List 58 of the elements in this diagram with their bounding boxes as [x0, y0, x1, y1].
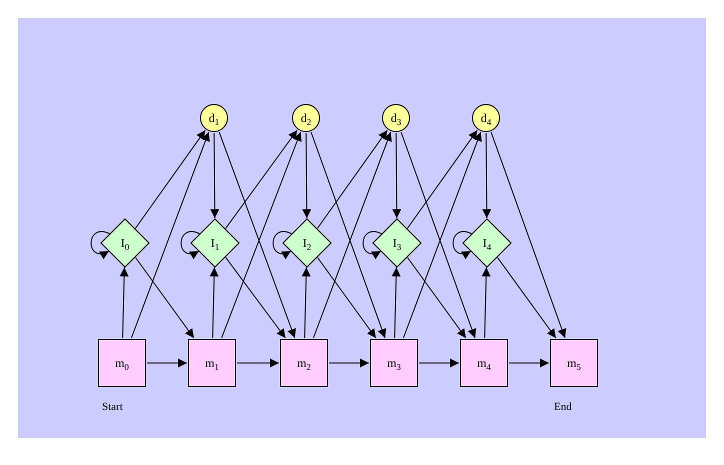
- arrow: [497, 257, 556, 338]
- state-label: m$_{4}$: [477, 357, 491, 369]
- match-state-box: [550, 339, 598, 387]
- arrow: [317, 257, 376, 338]
- state-label: I$_{2}$: [302, 237, 312, 249]
- state-label: m$_{2}$: [297, 357, 311, 369]
- state-label: m$_{0}$: [115, 357, 129, 369]
- state-label: d$_{4}$: [480, 112, 492, 124]
- arrow: [482, 132, 492, 219]
- arrow: [210, 266, 219, 338]
- state-label: I$_{4}$: [482, 237, 492, 249]
- arrow: [328, 358, 370, 368]
- state-label: d$_{1}$: [208, 112, 220, 124]
- arrow: [508, 358, 550, 368]
- arrow: [90, 231, 110, 259]
- arrow: [418, 358, 460, 368]
- match-state-box: [188, 339, 236, 387]
- state-label: d$_{3}$: [390, 112, 402, 124]
- state-label: I$_{3}$: [392, 237, 402, 249]
- node-caption: Start: [102, 401, 123, 413]
- state-label: I$_{1}$: [210, 237, 220, 249]
- arrow: [407, 257, 466, 338]
- match-state-box: [280, 339, 328, 387]
- arrow: [272, 231, 292, 259]
- arrow: [490, 132, 566, 338]
- arrow: [236, 358, 280, 368]
- arrow: [316, 130, 388, 229]
- insert-state-diamond: [373, 219, 421, 267]
- match-state-box: [460, 339, 508, 387]
- insert-state-diamond: [101, 219, 149, 267]
- arrow: [134, 130, 206, 229]
- insert-state-diamond: [283, 219, 331, 267]
- match-state-box: [98, 339, 146, 387]
- state-label: d$_{2}$: [300, 112, 312, 124]
- arrow: [392, 132, 402, 219]
- state-label: m$_{1}$: [205, 357, 219, 369]
- arrow: [225, 256, 286, 338]
- state-label: I$_{0}$: [120, 237, 130, 249]
- insert-state-diamond: [463, 219, 511, 267]
- arrow: [406, 130, 478, 229]
- arrow: [146, 358, 188, 368]
- arrow: [210, 132, 220, 219]
- state-label: m$_{5}$: [567, 357, 581, 369]
- node-caption: End: [554, 401, 572, 413]
- arrow: [302, 132, 312, 219]
- arrow: [135, 257, 194, 338]
- arrow: [130, 132, 210, 338]
- arrow: [302, 266, 311, 338]
- insert-state-diamond: [191, 219, 239, 267]
- arrow: [392, 266, 401, 338]
- arrow: [120, 266, 129, 338]
- state-label: m$_{3}$: [387, 357, 401, 369]
- arrow: [180, 231, 200, 259]
- arrow: [362, 231, 382, 259]
- arrow: [452, 231, 472, 259]
- arrow: [482, 266, 491, 338]
- match-state-box: [370, 339, 418, 387]
- arrow: [225, 130, 298, 230]
